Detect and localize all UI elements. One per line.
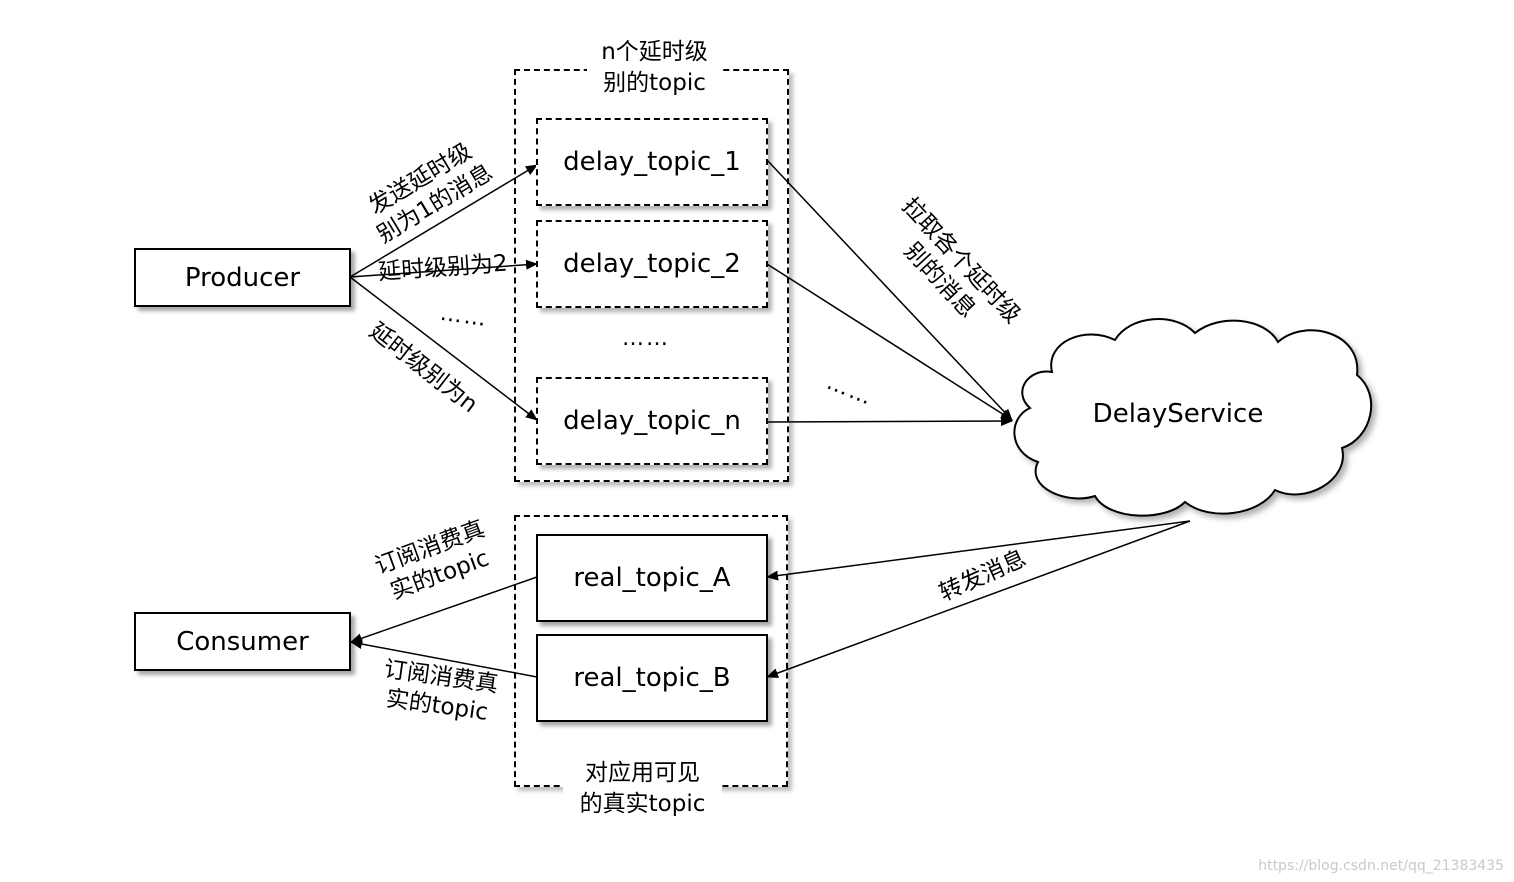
- delay-service-cloud: [1013, 318, 1373, 517]
- edge-service-real-topic-a: [766, 520, 1191, 581]
- edge-service-real-topic-b: [766, 520, 1191, 678]
- watermark: https://blog.csdn.net/qq_21383435: [1258, 858, 1504, 874]
- edge-real-topic-b-consumer: [350, 639, 538, 678]
- real-topic-a-node: real_topic_A: [536, 534, 768, 622]
- delay-topics-group-caption: n个延时级 别的topic: [587, 37, 722, 99]
- delay-topic-2-node: delay_topic_2: [536, 220, 768, 308]
- real-topics-group-caption: 对应用可见 的真实topic: [563, 758, 722, 820]
- delay-topic-n-node: delay_topic_n: [536, 377, 768, 465]
- edge-delay-topic-1-service: [766, 159, 1013, 421]
- real-caption-line-2: 的真实topic: [579, 791, 706, 817]
- edge-producer-delay-topic-1: [349, 164, 538, 278]
- producer-node: Producer: [134, 248, 351, 307]
- delay-caption-line-1: n个延时级: [601, 39, 708, 65]
- delay-service-label: DelayService: [1092, 399, 1264, 429]
- edge-producer-delay-topic-2: [349, 259, 538, 278]
- edge-real-topic-a-consumer: [350, 576, 538, 644]
- delay-caption-line-2: 别的topic: [603, 70, 706, 96]
- edge-delay-topic-2-service: [766, 263, 1013, 421]
- edge-delay-topic-n-service: [766, 416, 1013, 427]
- real-caption-line-1: 对应用可见: [585, 760, 700, 786]
- consumer-node: Consumer: [134, 612, 351, 671]
- edge-producer-delay-topic-n: [349, 276, 538, 421]
- real-topic-b-node: real_topic_B: [536, 634, 768, 722]
- ellipsis-between-delay-topics: ……: [622, 326, 670, 351]
- delay-topic-1-node: delay_topic_1: [536, 118, 768, 206]
